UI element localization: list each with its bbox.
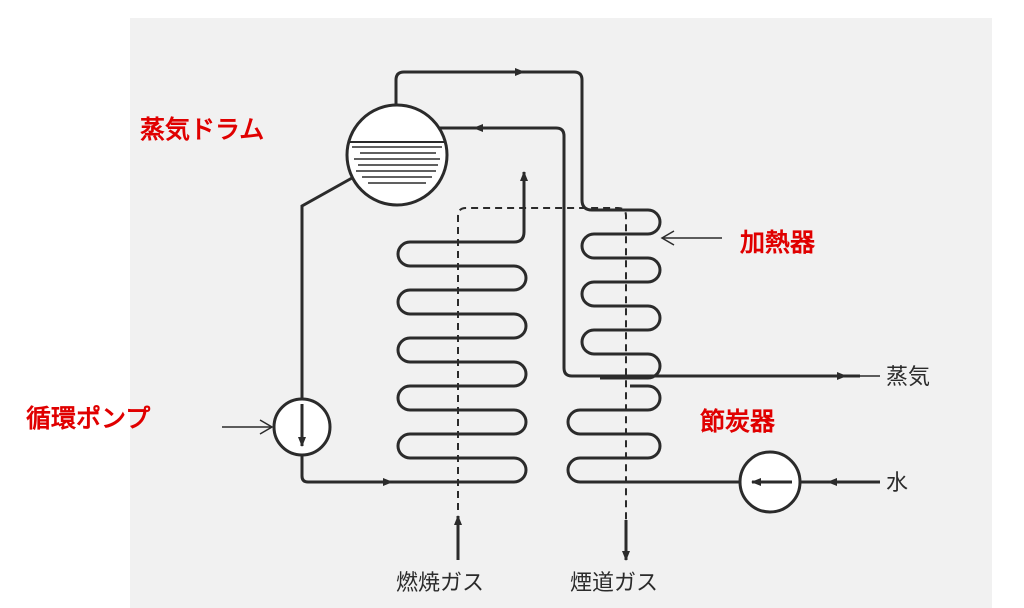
label-combustion-gas: 燃焼ガス [396, 571, 484, 596]
label-flue-gas: 煙道ガス [570, 571, 658, 596]
feed-pump [738, 450, 802, 514]
label-steam-drum: 蒸気ドラム [140, 115, 264, 144]
superheater-coil [580, 208, 662, 380]
steam-drum [345, 103, 449, 207]
drum-return-pipe [440, 126, 640, 378]
downcomer-pipe [300, 176, 396, 484]
label-superheater: 加熱器 [739, 228, 816, 257]
circulation-pump [272, 397, 332, 457]
label-steam: 蒸気 [886, 365, 930, 390]
gas-path [457, 207, 627, 520]
label-economizer: 節炭器 [700, 407, 776, 436]
label-water: 水 [886, 471, 908, 496]
evaporator-coil [396, 172, 528, 484]
label-circulation-pump: 循環ポンプ [26, 404, 151, 433]
pump-pointer-head [259, 419, 274, 435]
diagram-background-panel [130, 18, 992, 608]
economizer-coil [566, 384, 740, 484]
superheater-pointer-head [660, 230, 675, 246]
